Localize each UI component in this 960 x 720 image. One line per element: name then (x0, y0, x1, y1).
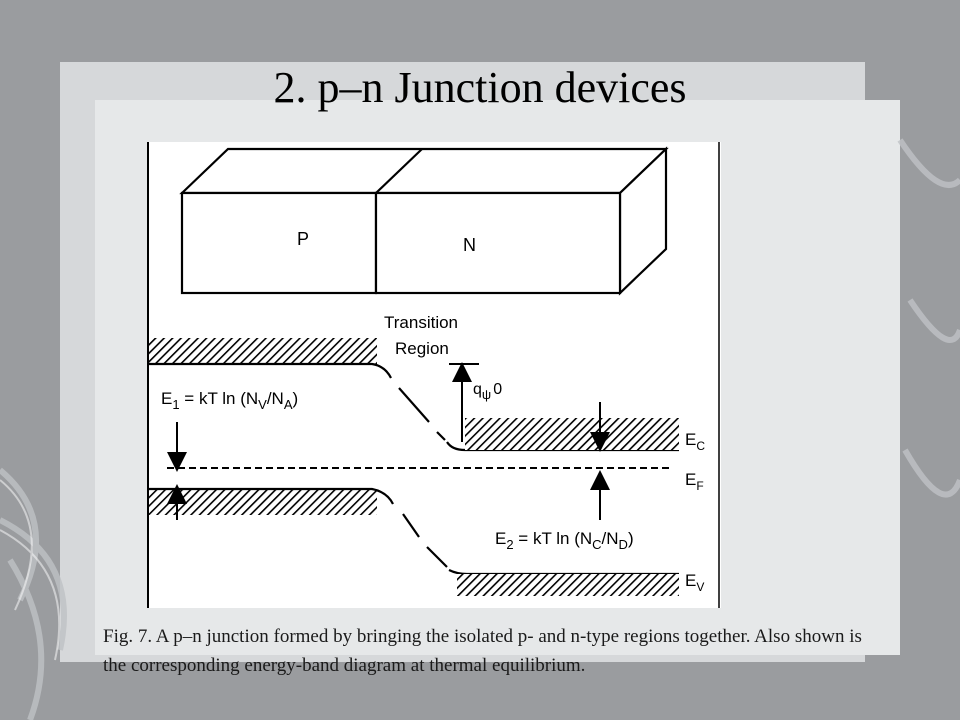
valence-band (149, 487, 679, 596)
pn-junction-figure: P N Transition Region (147, 142, 721, 608)
conduction-band (149, 338, 679, 452)
conduction-band-hatch-n (465, 418, 679, 450)
block-top-face (179, 147, 669, 195)
barrier-arrows (449, 362, 479, 442)
conduction-band-hatch-p (149, 338, 377, 364)
transition-label-line1: Transition (384, 313, 458, 332)
e1-label: E1 = kT ln (NV/NA) (161, 389, 298, 412)
p-region (180, 191, 378, 295)
ev-label: EV (685, 571, 704, 594)
transition-label-line2: Region (395, 339, 449, 358)
slide-title: 2. p–n Junction devices (273, 63, 687, 112)
diagram-svg: P N Transition Region (147, 142, 720, 608)
valence-band-hatch-n (457, 574, 679, 596)
pn-block (179, 146, 669, 296)
p-label: P (297, 229, 309, 249)
valence-band-hatch-p (149, 489, 377, 515)
figure-caption: Fig. 7. A p–n junction formed by bringin… (103, 626, 862, 676)
e2-label: E2 = kT ln (NC/ND) (495, 529, 634, 552)
n-region (374, 191, 622, 295)
ef-label: EF (685, 470, 704, 493)
block-top-divider (375, 148, 423, 194)
ec-label: EC (685, 430, 705, 453)
n-label: N (463, 235, 476, 255)
